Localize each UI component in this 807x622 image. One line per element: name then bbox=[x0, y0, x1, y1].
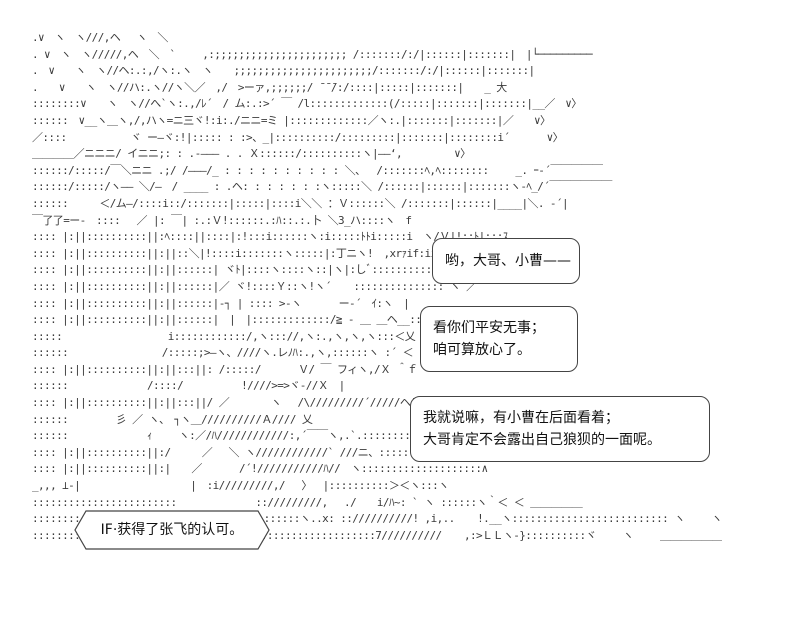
bubble-line: 看你们平安无事； bbox=[433, 320, 545, 336]
caption-text: IF·获得了张飞的认可。 bbox=[100, 522, 244, 538]
ascii-art-illustration: .∨ ヽ ヽ///,ヘ ヽ ＼ . ∨ ヽ ヽ/////,ヘ ＼ ` ,:;;;… bbox=[32, 31, 722, 542]
speech-bubble-praise: 我就说嘛，有小曹在后面看着； 大哥肯定不会露出自己狼狈的一面呢。 bbox=[410, 396, 710, 462]
caption-frame bbox=[74, 510, 270, 550]
bubble-line: 我就说嘛，有小曹在后面看着； bbox=[423, 410, 619, 426]
speech-bubble-relief: 看你们平安无事； 咱可算放心了。 bbox=[420, 306, 578, 372]
bubble-line: 哟，大哥、小曹—— bbox=[445, 253, 571, 269]
narration-caption: IF·获得了张飞的认可。 bbox=[74, 510, 270, 550]
speech-bubble-greeting: 哟，大哥、小曹—— bbox=[432, 238, 580, 284]
bubble-line: 咱可算放心了。 bbox=[433, 342, 531, 358]
bubble-line: 大哥肯定不会露出自己狼狈的一面呢。 bbox=[423, 432, 661, 448]
